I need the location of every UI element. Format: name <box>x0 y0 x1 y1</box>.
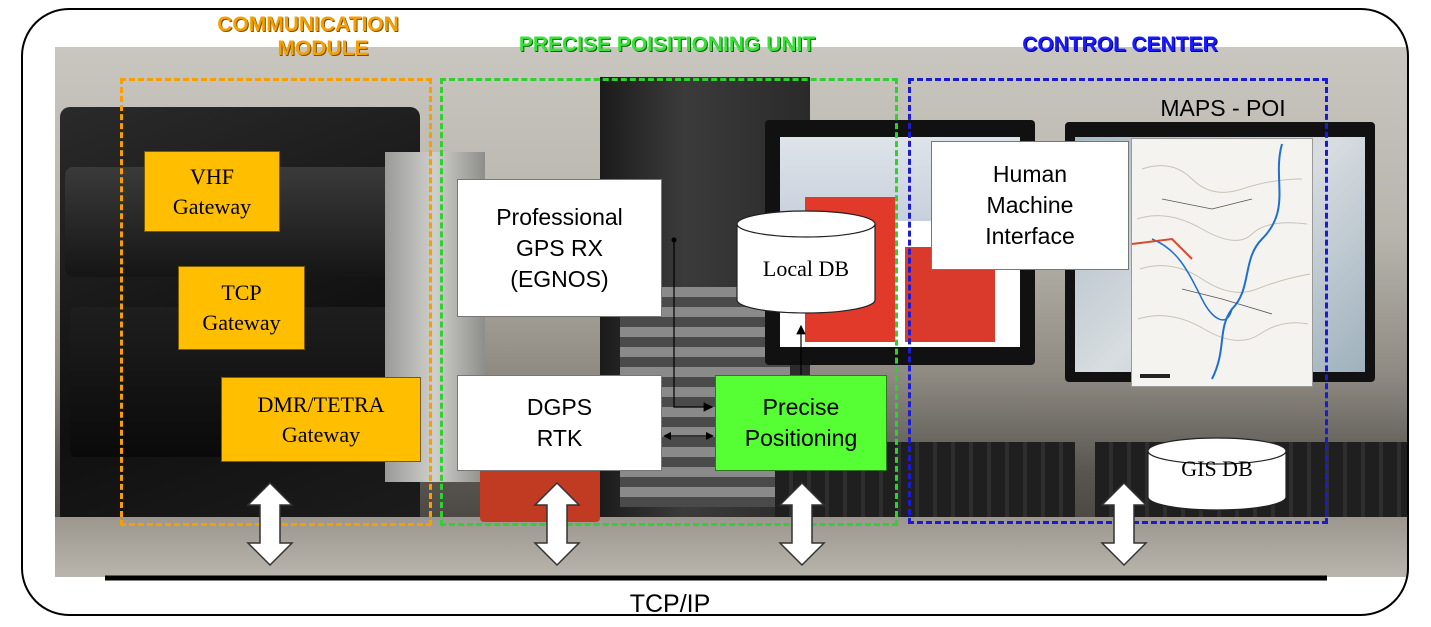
bus-arrow-dgps <box>533 481 581 567</box>
dgps-line2: RTK <box>536 425 583 451</box>
outer-frame <box>21 8 1409 616</box>
hmi-line3: Interface <box>985 223 1075 249</box>
precise-positioning-unit-outline <box>440 78 898 526</box>
local-db-cylinder <box>736 210 876 314</box>
precise-positioning-unit-title: PRECISE POISITIONING UNIT <box>518 33 816 56</box>
dmr-gateway-line1: DMR/TETRA <box>257 391 385 417</box>
precise-line2: Positioning <box>744 425 858 451</box>
vhf-gateway-line2: Gateway <box>172 193 252 219</box>
bus-arrow-precise <box>778 481 826 567</box>
gis-db-label: GIS DB <box>1181 456 1253 481</box>
human-machine-interface-box: Human Machine Interface <box>931 141 1129 270</box>
tcp-gateway-box: TCP Gateway <box>178 266 305 350</box>
dgps-precise-bidirectional-arrow <box>663 432 714 440</box>
communication-module-title: COMMUNICATION MODULE <box>178 13 438 61</box>
gis-db-cylinder <box>1147 437 1287 511</box>
vhf-gateway-line1: VHF <box>189 163 234 189</box>
dmr-gateway-line2: Gateway <box>281 421 361 447</box>
tcpip-label: TCP/IP <box>629 590 711 618</box>
professional-gps-rx-box: Professional GPS RX (EGNOS) <box>457 179 662 317</box>
vhf-gateway-box: VHF Gateway <box>144 151 280 232</box>
gps-to-precise-arrow <box>673 240 714 412</box>
bus-arrow-control-center <box>1100 481 1148 567</box>
topographic-map-image <box>1131 138 1313 387</box>
gps-connector-dot <box>671 237 677 243</box>
tcp-gateway-line2: Gateway <box>202 310 281 335</box>
precise-line1: Precise <box>762 394 840 420</box>
red-device-image <box>480 467 600 522</box>
hmi-line1: Human <box>992 161 1068 187</box>
dmr-tetra-gateway-box: DMR/TETRA Gateway <box>221 377 421 462</box>
tcp-gateway-line1: TCP <box>221 280 262 305</box>
local-db-label: Local DB <box>762 256 850 281</box>
precise-positioning-box: Precise Positioning <box>715 375 887 471</box>
communication-module-title-line2: MODULE <box>277 37 369 60</box>
control-center-title: CONTROL CENTER <box>1022 33 1218 56</box>
gps-line3: (EGNOS) <box>510 265 609 292</box>
map-drawing <box>1132 139 1312 386</box>
communication-module-title-line1: COMMUNICATION <box>217 13 399 36</box>
dgps-rtk-box: DGPS RTK <box>457 375 662 471</box>
hmi-line2: Machine <box>986 192 1074 218</box>
gps-line1: Professional <box>496 203 623 230</box>
maps-poi-label: MAPS - POI <box>1160 95 1286 121</box>
bus-arrow-communication <box>246 481 294 567</box>
dgps-line1: DGPS <box>526 394 593 420</box>
gps-line2: GPS RX <box>516 234 603 261</box>
